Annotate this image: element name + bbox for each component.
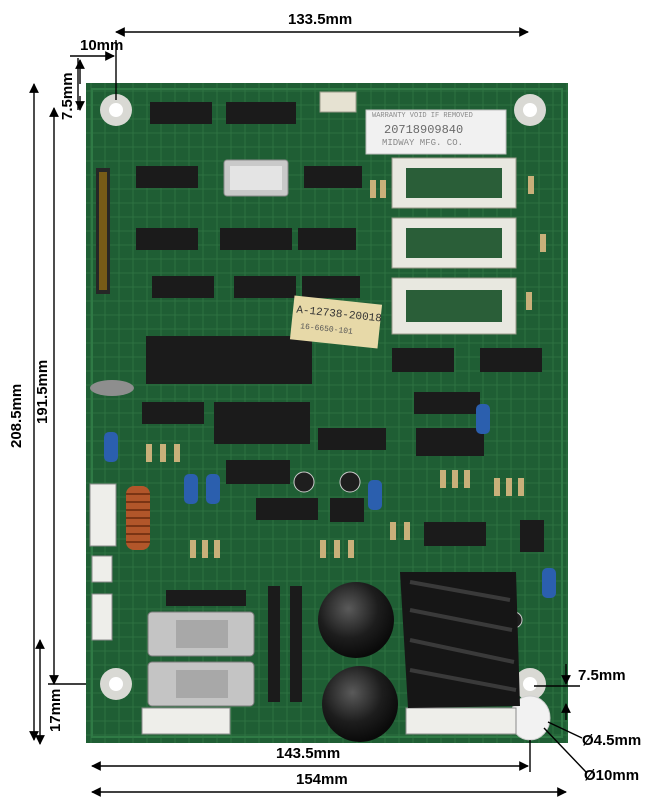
mounting-holes (100, 94, 551, 741)
ic-chips (136, 102, 542, 606)
heatsink (400, 572, 520, 708)
inductor-coil (126, 486, 150, 550)
rom-sockets (391, 157, 517, 335)
dim-width-holes-bottom: 143.5mm (276, 745, 341, 762)
dim-width-overall: 154mm (296, 771, 348, 788)
dim-bottom-left-offset: 17mm (47, 688, 64, 732)
crystal-oscillator (223, 159, 289, 197)
pin-header (96, 168, 110, 294)
dim-height-overall: 208.5mm (8, 383, 25, 448)
dim-top-offset: 7.5mm (59, 72, 76, 120)
diodes (268, 586, 302, 702)
large-capacitors (318, 582, 398, 742)
warranty-text: WARRANTY VOID IF REMOVED (372, 112, 473, 120)
dim-hole-small: Ø4.5mm (582, 732, 642, 749)
dim-right-bottom-offset: 7.5mm (578, 667, 626, 684)
left-connectors (89, 483, 117, 641)
voltage-regulator (520, 520, 544, 552)
top-connector (319, 91, 357, 113)
dim-left-offset: 10mm (80, 37, 124, 54)
fuse-holders (147, 611, 255, 707)
warranty-sticker (365, 109, 507, 155)
serial-number: 20718909840 (384, 123, 464, 137)
dim-height-holes: 191.5mm (34, 359, 51, 424)
dim-hole-large: Ø10mm (584, 767, 640, 784)
blue-capacitors (104, 404, 556, 598)
part-label (289, 295, 383, 349)
resistors (146, 176, 546, 558)
bottom-connectors (141, 707, 517, 735)
dimension-lines (29, 27, 587, 797)
small-crystal (90, 380, 134, 396)
dim-width-top: 133.5mm (288, 11, 353, 28)
manufacturer-text: MIDWAY MFG. CO. (382, 138, 464, 148)
